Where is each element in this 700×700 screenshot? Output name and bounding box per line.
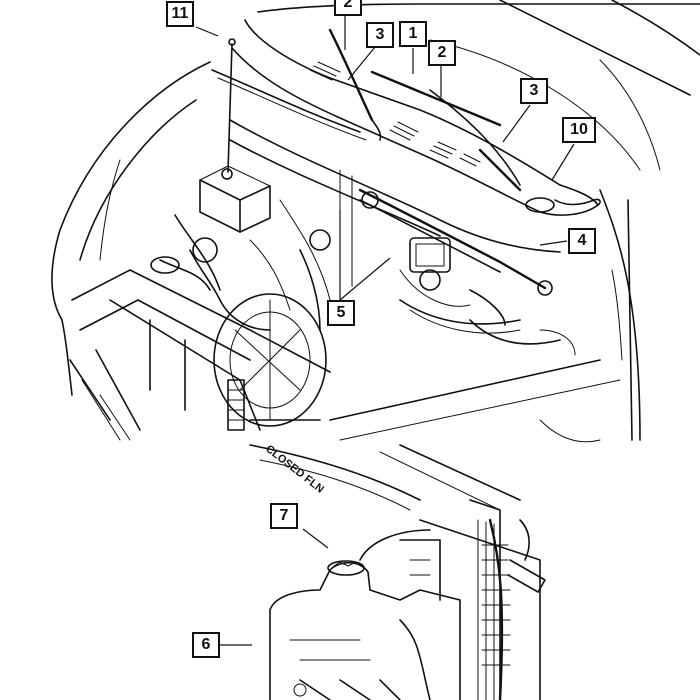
callout-4[interactable]: 4 [568,228,596,254]
hood-and-fender [51,0,700,441]
callout-3-lower[interactable]: 3 [520,78,548,104]
engine-bay [150,38,621,443]
callout-5[interactable]: 5 [327,300,355,326]
callout-6[interactable]: 6 [192,632,220,658]
callout-3-upper[interactable]: 3 [366,22,394,48]
embossed-text: CLOSED FLN [263,443,326,496]
callout-2-top[interactable]: 2 [334,0,362,16]
callout-2[interactable]: 2 [428,40,456,66]
cowl-panel-assembly [211,19,601,287]
wiper-linkage-motor [358,188,553,326]
radiator-and-reservoir: CLOSED FLN [249,443,546,700]
callout-7[interactable]: 7 [270,503,298,529]
callout-10[interactable]: 10 [562,117,596,143]
callout-1[interactable]: 1 [399,21,427,47]
callout-11[interactable]: 11 [166,1,194,27]
leader-lines [195,16,575,646]
